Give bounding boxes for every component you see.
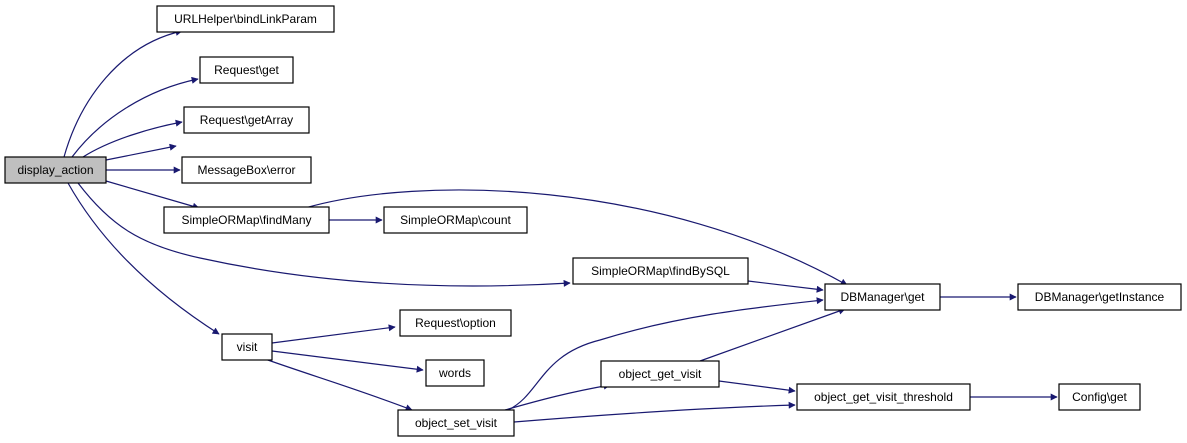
edge-object_set_visit-dbmanager_get	[507, 297, 824, 411]
edges	[63, 28, 1058, 423]
edge-display_action-messagebox_error	[105, 143, 177, 161]
node-label: Request\getArray	[200, 113, 293, 127]
edge-object_set_visit-object_get_visit	[504, 382, 611, 411]
node-request_option[interactable]: Request\option	[399, 309, 512, 337]
node-label: Config\get	[1072, 390, 1127, 404]
edge-visit-words	[271, 350, 424, 373]
edge-visit-object_set_visit	[264, 358, 413, 412]
node-config_get[interactable]: Config\get	[1058, 383, 1141, 411]
node-label: SimpleORMap\count	[400, 213, 511, 227]
node-visit[interactable]: visit	[221, 333, 273, 361]
node-findBySQL[interactable]: SimpleORMap\findBySQL	[572, 257, 749, 285]
edge-display_action-findBySQL	[77, 182, 571, 287]
node-getInstance[interactable]: DBManager\getInstance	[1017, 283, 1182, 311]
node-request_get[interactable]: Request\get	[199, 56, 294, 84]
node-label: URLHelper\bindLinkParam	[174, 12, 317, 26]
node-object_get_visit[interactable]: object_get_visit	[600, 360, 720, 388]
node-label: words	[438, 366, 471, 380]
node-words[interactable]: words	[425, 359, 485, 387]
node-label: object_get_visit	[619, 367, 702, 381]
node-label: visit	[237, 340, 258, 354]
node-label: SimpleORMap\findMany	[181, 213, 311, 227]
node-object_set_visit[interactable]: object_set_visit	[397, 409, 515, 437]
edge-display_action-request_getArray	[82, 119, 183, 158]
edge-display_action-findMany	[105, 180, 200, 210]
edge-display_action-bindLinkParam	[63, 28, 183, 158]
edge-findBySQL-dbmanager_get	[747, 280, 824, 293]
node-label: object_set_visit	[415, 416, 498, 430]
node-bindLinkParam[interactable]: URLHelper\bindLinkParam	[156, 5, 335, 33]
node-label: Request\get	[214, 63, 279, 77]
node-findMany[interactable]: SimpleORMap\findMany	[163, 206, 330, 234]
node-count[interactable]: SimpleORMap\count	[383, 206, 528, 234]
edge-object_set_visit-threshold	[513, 401, 796, 423]
node-messagebox_error[interactable]: MessageBox\error	[181, 156, 312, 184]
node-request_getArray[interactable]: Request\getArray	[183, 106, 310, 134]
node-dbmanager_get[interactable]: DBManager\get	[824, 283, 941, 311]
node-label: object_get_visit_threshold	[814, 390, 953, 404]
node-label: SimpleORMap\findBySQL	[591, 264, 730, 278]
node-label: DBManager\getInstance	[1035, 290, 1165, 304]
edge-findMany-dbmanager_get	[304, 189, 848, 286]
edge-object_get_visit-threshold	[718, 380, 796, 394]
edge-object_get_visit-dbmanager_get	[699, 307, 846, 362]
node-label: Request\option	[415, 316, 496, 330]
node-label: DBManager\get	[840, 290, 925, 304]
edge-visit-request_option	[271, 324, 396, 344]
node-label: display_action	[17, 163, 93, 177]
edge-display_action-request_get	[71, 76, 199, 158]
node-threshold[interactable]: object_get_visit_threshold	[796, 383, 971, 411]
node-display_action[interactable]: display_action	[4, 156, 107, 184]
node-label: MessageBox\error	[197, 163, 295, 177]
edge-display_action-visit	[67, 182, 220, 335]
